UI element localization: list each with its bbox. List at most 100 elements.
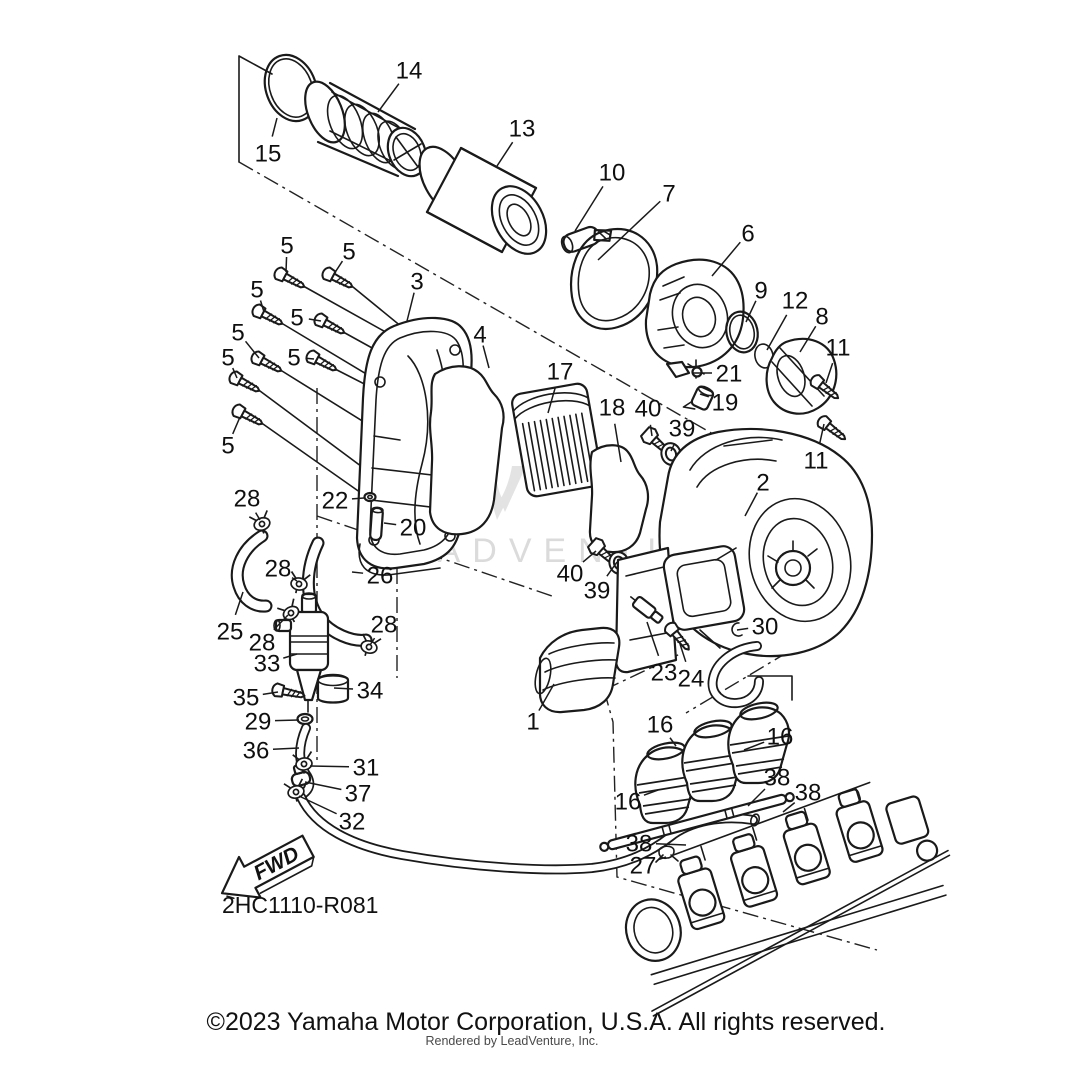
part-18-gasket xyxy=(588,444,650,554)
part-callout-7: 7 xyxy=(662,181,675,208)
part-callout-32: 32 xyxy=(339,809,366,836)
callout-leader-5 xyxy=(232,416,241,435)
part-callout-22: 22 xyxy=(322,488,349,515)
part-callout-23: 23 xyxy=(651,660,678,687)
part-38-pipe xyxy=(599,792,795,852)
callout-leader-40 xyxy=(582,550,597,563)
rendered-by-text: Rendered by LeadVenture, Inc. xyxy=(425,1034,598,1048)
callout-leader-7 xyxy=(597,200,661,261)
part-30-hose xyxy=(707,622,764,709)
callout-leader-16 xyxy=(643,789,659,796)
part-callout-2: 2 xyxy=(756,470,769,497)
part-20-collar xyxy=(369,506,384,542)
callout-leader-16 xyxy=(669,737,677,747)
part-callout-39: 39 xyxy=(584,578,611,605)
callout-leader-12 xyxy=(766,314,788,351)
callout-leader-5 xyxy=(232,367,238,379)
part-callout-25: 25 xyxy=(217,619,244,646)
part-callout-28: 28 xyxy=(265,556,292,583)
part-callout-14: 14 xyxy=(396,58,423,85)
part-callout-38: 38 xyxy=(626,831,653,858)
part-callout-19: 19 xyxy=(712,390,739,417)
part-callout-5: 5 xyxy=(280,233,293,260)
callout-leader-4 xyxy=(482,345,490,369)
callout-leader-11 xyxy=(818,423,825,444)
part-callout-28: 28 xyxy=(234,486,261,513)
part-4-gasket xyxy=(428,365,505,536)
part-callout-40: 40 xyxy=(557,561,584,588)
part-callout-1: 1 xyxy=(526,709,539,736)
part-callout-35: 35 xyxy=(233,685,260,712)
callout-leader-29 xyxy=(274,719,300,722)
callout-leader-5 xyxy=(308,318,322,322)
callout-leader-6 xyxy=(711,241,741,277)
part-7-seal xyxy=(570,227,659,330)
part-callout-33: 33 xyxy=(254,651,281,678)
part-29-joint xyxy=(296,712,314,726)
part-callout-30: 30 xyxy=(752,614,779,641)
part-1-duct xyxy=(534,626,621,714)
callout-leader-35 xyxy=(262,691,279,696)
part-23-sensor xyxy=(630,595,664,624)
part-callout-3: 3 xyxy=(410,269,423,296)
callout-leader-19 xyxy=(699,393,710,398)
callout-leader-30 xyxy=(736,627,749,631)
callout-leader-9 xyxy=(745,300,757,323)
part-callout-38: 38 xyxy=(764,765,791,792)
callout-leader-5 xyxy=(259,300,265,313)
callout-leader-25 xyxy=(234,591,244,616)
part-callout-29: 29 xyxy=(245,709,272,736)
callout-leader-38 xyxy=(655,842,687,846)
part-callout-31: 31 xyxy=(353,755,380,782)
part-callout-11: 11 xyxy=(826,335,851,362)
callout-leader-26 xyxy=(351,571,364,574)
callout-leader-28 xyxy=(291,576,298,582)
callout-leader-33 xyxy=(283,653,298,659)
part-34-cup xyxy=(316,673,350,704)
callout-leader-31 xyxy=(309,765,350,768)
part-callout-12: 12 xyxy=(782,288,809,315)
callout-leader-8 xyxy=(799,325,817,353)
callout-leader-37 xyxy=(304,781,342,791)
part-callout-18: 18 xyxy=(599,395,626,422)
part-callout-34: 34 xyxy=(357,678,384,705)
part-callout-5: 5 xyxy=(287,345,300,372)
callout-leader-23 xyxy=(646,621,660,657)
part-callout-21: 21 xyxy=(716,361,743,388)
callout-leader-5 xyxy=(285,256,288,273)
callout-leader-32 xyxy=(298,795,337,815)
part-callout-5: 5 xyxy=(290,305,303,332)
part-19-boot xyxy=(682,385,715,411)
part-17-air-filter-element xyxy=(511,382,603,498)
copyright-text: ©2023 Yamaha Motor Corporation, U.S.A. A… xyxy=(207,1008,886,1036)
callout-leader-11 xyxy=(825,362,834,384)
callout-leader-40 xyxy=(649,424,653,437)
part-15-oring xyxy=(263,53,319,123)
part-callout-8: 8 xyxy=(815,304,828,331)
part-callout-26: 26 xyxy=(367,563,394,590)
callout-leader-5 xyxy=(244,340,260,359)
callout-leader-20 xyxy=(383,522,397,526)
part-callout-5: 5 xyxy=(231,320,244,347)
callout-leader-39 xyxy=(670,443,676,452)
part-25-hose xyxy=(230,529,273,613)
part-callout-38: 38 xyxy=(795,780,822,807)
callout-leader-1 xyxy=(538,683,555,711)
part-callout-16: 16 xyxy=(647,712,674,739)
parts-art xyxy=(226,53,951,1017)
part-callout-24: 24 xyxy=(678,666,705,693)
part-callout-27: 27 xyxy=(630,853,657,880)
callout-leader-34 xyxy=(333,687,354,690)
callout-leader-22 xyxy=(351,497,365,500)
callout-leader-38 xyxy=(782,802,796,813)
part-callout-11: 11 xyxy=(804,448,829,475)
part-14-filter-cage xyxy=(304,80,428,178)
callout-leader-36 xyxy=(272,747,300,750)
part-callout-15: 15 xyxy=(255,141,282,168)
callout-leader-14 xyxy=(377,83,400,113)
callout-leader-28 xyxy=(255,512,261,521)
part-callout-6: 6 xyxy=(741,221,754,248)
